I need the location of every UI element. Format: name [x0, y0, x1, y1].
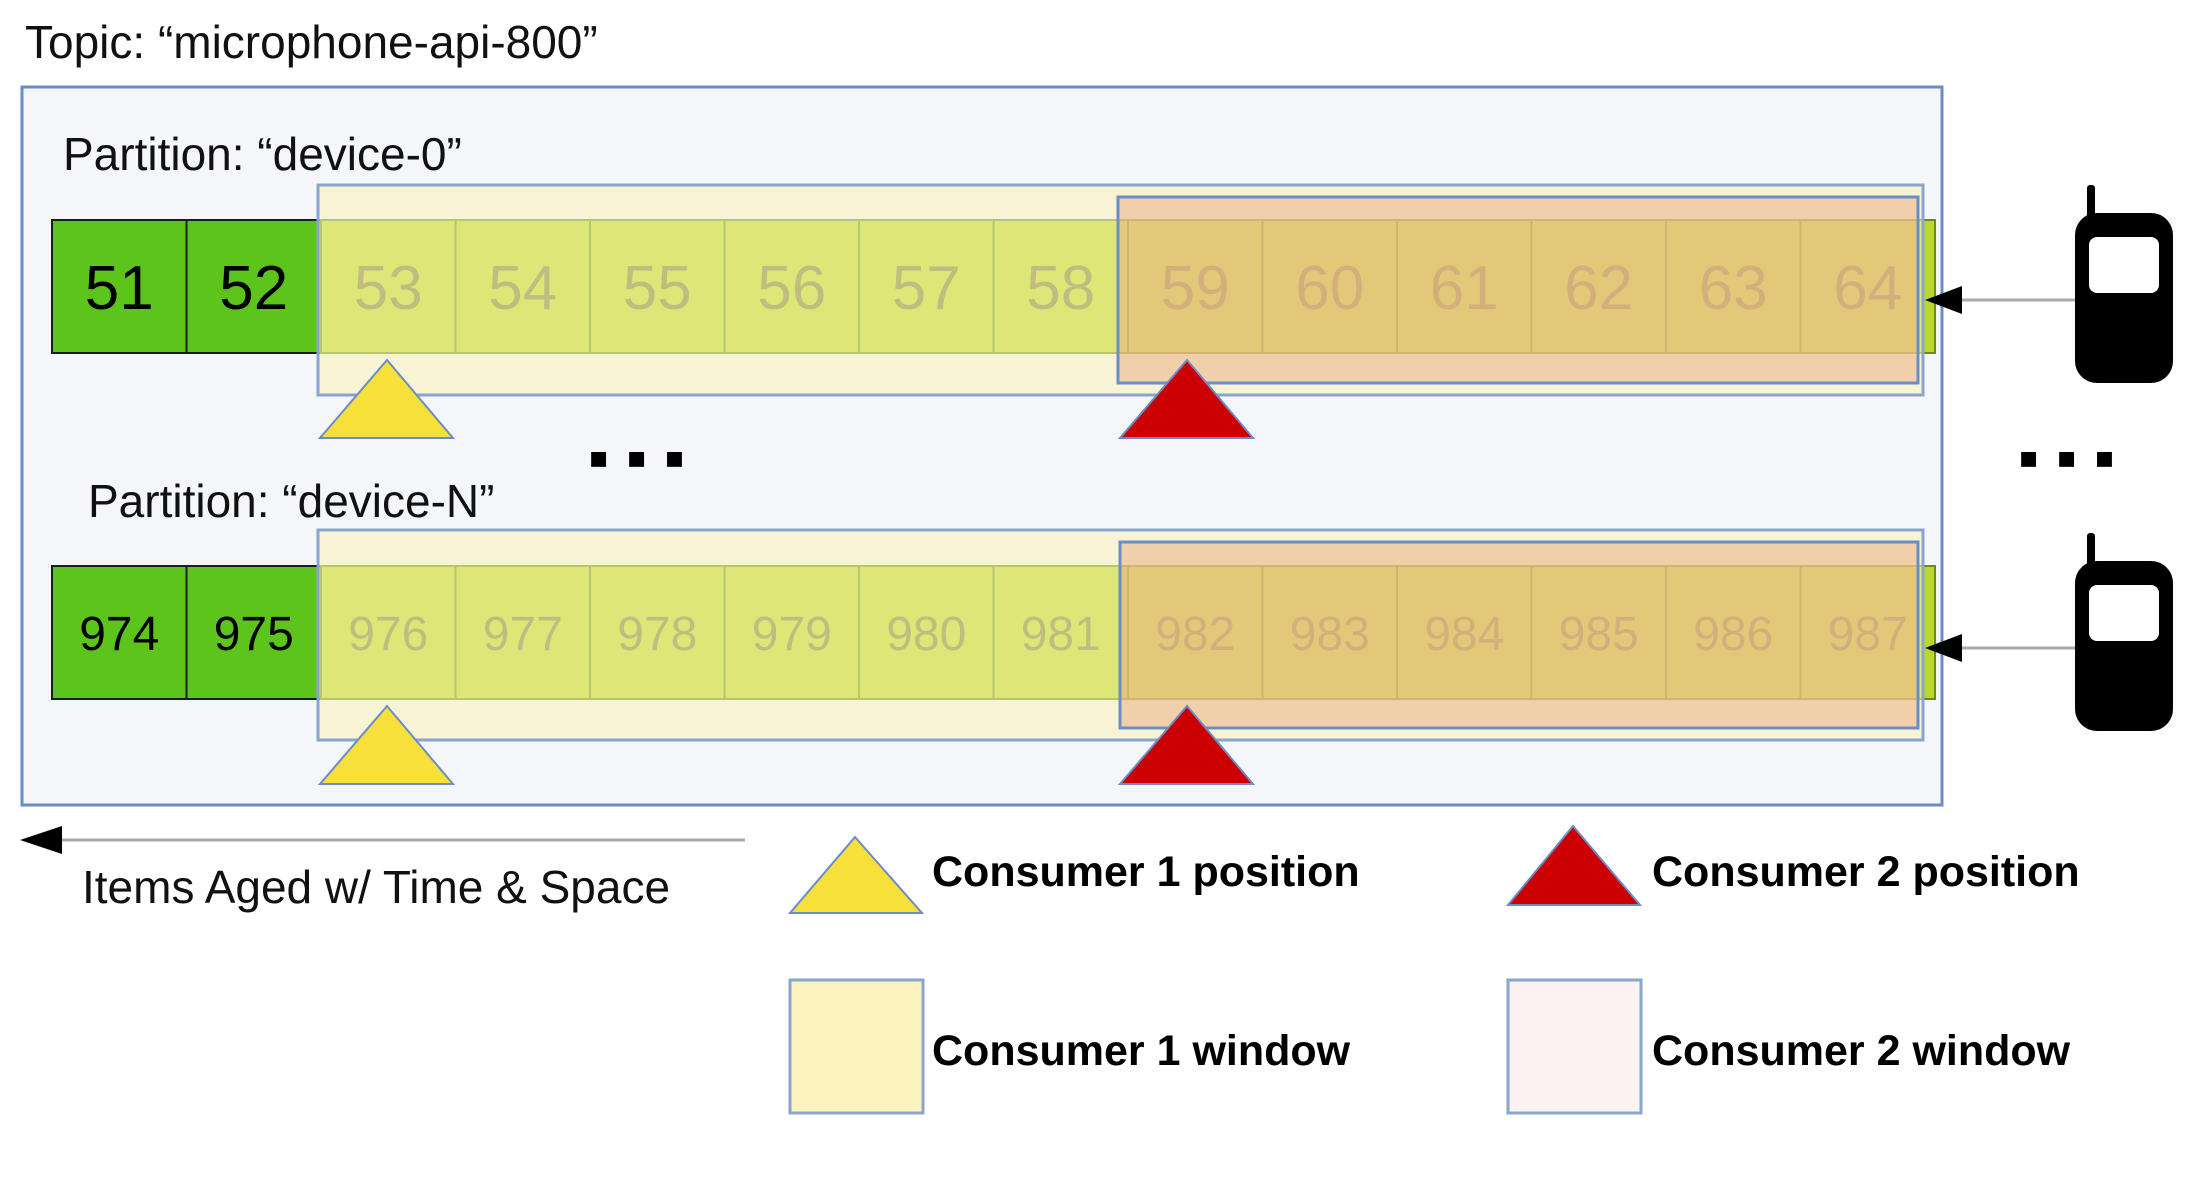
- legend-consumer-1-position-icon: [787, 835, 925, 914]
- consumer-2-position-marker: [1117, 358, 1256, 439]
- offset-cell: [185, 219, 322, 354]
- legend-consumer-2-position-icon: [1505, 824, 1643, 906]
- partition-label-device-0: Partition: “device-0”: [63, 128, 462, 180]
- offset-cell: [185, 565, 322, 700]
- offset-label: 974: [79, 608, 159, 661]
- legend-consumer-2-position: Consumer 2 position: [1652, 848, 2080, 896]
- offset-cell: [51, 565, 188, 700]
- legend-consumer-1-window: Consumer 1 window: [932, 1027, 1351, 1075]
- produce-arrow-head: [1925, 286, 1962, 314]
- phone-icon: [2075, 533, 2173, 731]
- aging-label: Items Aged w/ Time & Space: [82, 861, 670, 913]
- consumer-1-position-marker: [317, 358, 456, 439]
- aging-arrow-head: [20, 826, 62, 854]
- legend-consumer-1-position: Consumer 1 position: [932, 848, 1360, 896]
- partition-label-device-n: Partition: “device-N”: [88, 475, 494, 527]
- legend-consumer-2-window: Consumer 2 window: [1652, 1027, 2071, 1075]
- consumer-2-position-marker: [1117, 704, 1256, 785]
- partition-ellipsis: ▪ ▪ ▪: [588, 424, 685, 491]
- offset-label: 51: [85, 254, 154, 323]
- produce-arrow-head: [1925, 634, 1962, 662]
- offset-label: 975: [214, 608, 294, 661]
- topic-label: Topic: “microphone-api-800”: [25, 16, 598, 68]
- consumer-2-window-device-0: [1116, 195, 1920, 385]
- legend-consumer-1-window-swatch: [788, 978, 925, 1115]
- offset-label: 52: [219, 254, 288, 323]
- consumer-1-position-marker: [317, 704, 456, 785]
- phone-icon: [2075, 185, 2173, 383]
- consumer-1-window-device-0: [316, 183, 1925, 397]
- consumer-2-window-device-n: [1118, 540, 1920, 730]
- offset-cell: [51, 219, 188, 354]
- legend-consumer-2-window-swatch: [1506, 978, 1643, 1115]
- device-ellipsis: ▪ ▪ ▪: [2018, 424, 2115, 491]
